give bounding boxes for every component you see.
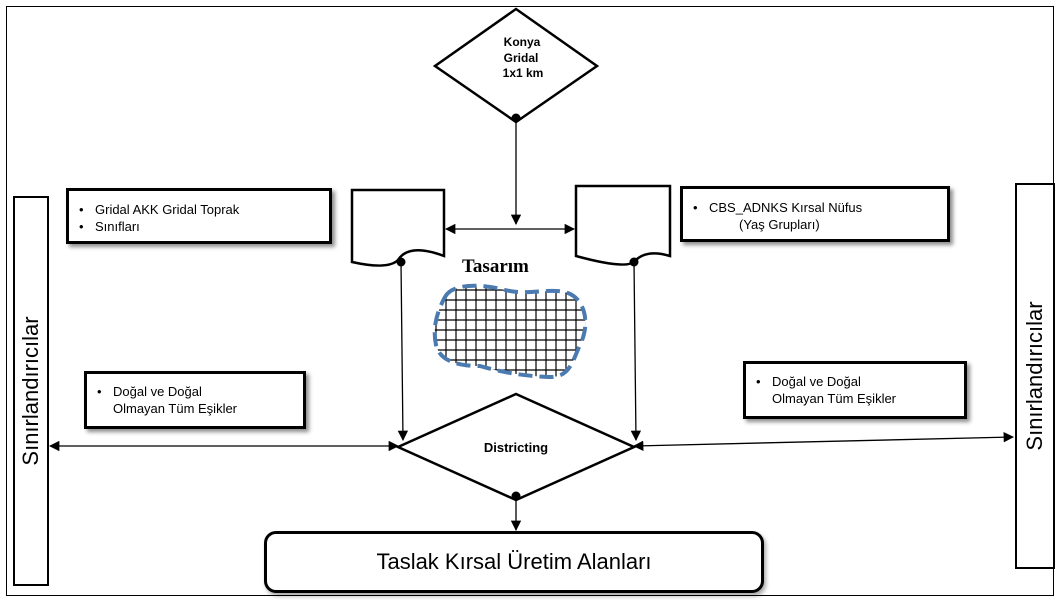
constraints-right-box: Sınırlandırıcılar (1015, 183, 1055, 569)
constraints-left-box: Sınırlandırıcılar (13, 196, 49, 586)
right-document-icon (574, 184, 672, 266)
source-diamond: Konya Gridal 1x1 km (432, 7, 600, 124)
output-label: Taslak Kırsal Üretim Alanları (376, 549, 652, 574)
right-constraint-arrow (632, 432, 1015, 451)
note-right-mid-line2: Olmayan Tüm Eşikler (772, 391, 897, 406)
note-left-mid-line2: Olmayan Tüm Eşikler (113, 401, 238, 416)
source-line2: Gridal (504, 51, 539, 65)
source-line3: 1x1 km (503, 66, 544, 80)
note-right-top-line2: (Yaş Grupları) (739, 217, 820, 232)
note-left-top-line1: Gridal AKK Gridal Toprak (69, 201, 329, 218)
left-document-icon (350, 188, 446, 267)
left-doc-down-arrow (397, 261, 409, 442)
note-left-top-line2: Sınıfları (69, 218, 329, 235)
note-right-top: CBS_ADNKS Kırsal Nüfus (Yaş Grupları) (680, 186, 950, 242)
note-right-mid: Doğal ve Doğal Olmayan Tüm Eşikler (743, 361, 967, 419)
source-line1: Konya (504, 35, 541, 49)
districting-diamond: Districting (394, 392, 638, 502)
note-left-top: Gridal AKK Gridal Toprak Sınıfları (66, 188, 332, 244)
note-left-mid: Doğal ve Doğal Olmayan Tüm Eşikler (84, 371, 306, 429)
note-left-mid-line1: Doğal ve Doğal (87, 383, 303, 400)
constraints-right-label: Sınırlandırıcılar (1022, 301, 1047, 451)
note-right-mid-line1: Doğal ve Doğal (746, 373, 964, 390)
output-box: Taslak Kırsal Üretim Alanları (264, 531, 764, 593)
districting-label: Districting (484, 440, 548, 455)
right-doc-down-arrow (630, 261, 642, 442)
constraints-left-label: Sınırlandırıcılar (18, 316, 43, 466)
design-label: Tasarım (462, 256, 529, 277)
note-right-top-line1: CBS_ADNKS Kırsal Nüfus (683, 199, 947, 216)
